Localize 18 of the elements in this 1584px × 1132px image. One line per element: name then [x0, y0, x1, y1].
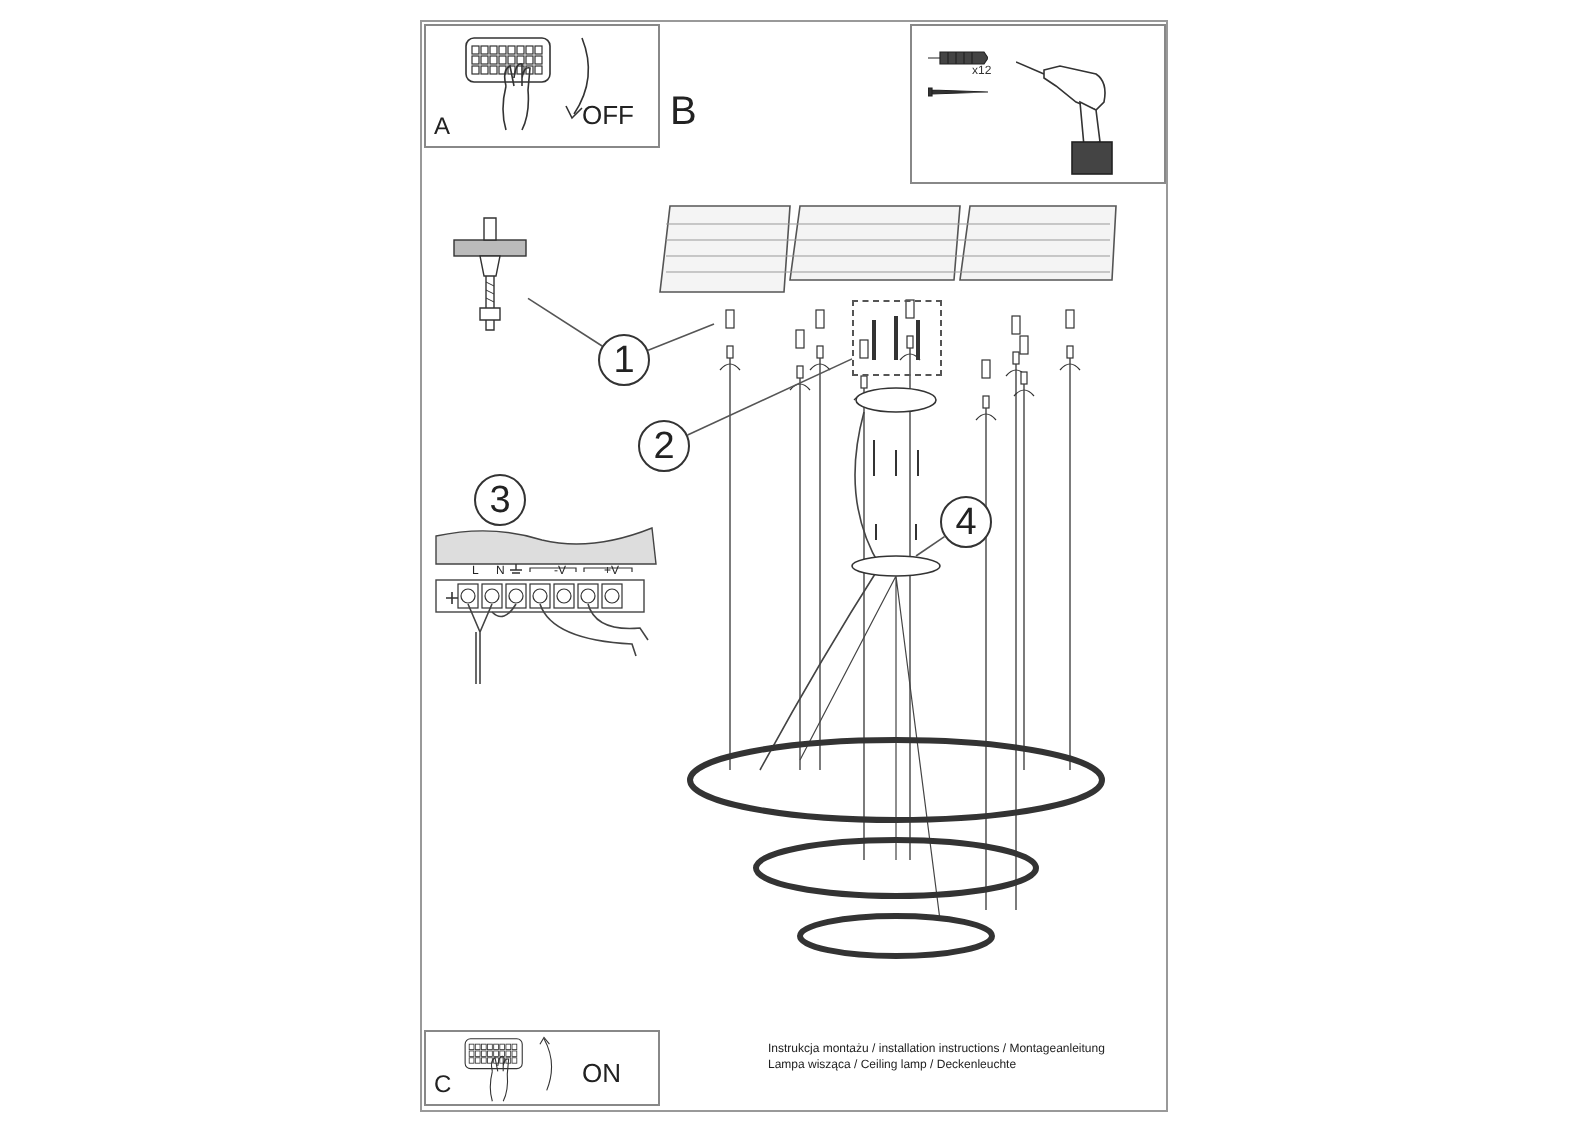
step-letter: A [434, 114, 451, 138]
switch-on-panel [424, 1030, 660, 1106]
switch-state-label: OFF [582, 102, 634, 128]
step-letter: C [434, 1072, 452, 1096]
switch-off-panel [424, 24, 660, 148]
callout-number: 1 [613, 341, 635, 379]
callout-number: 2 [653, 427, 675, 465]
ceiling-anchor-detail-drawing [452, 216, 528, 332]
leader-line [647, 323, 715, 352]
callout-number: 4 [955, 503, 977, 541]
leader-line [915, 535, 946, 557]
dashed-frame [852, 300, 942, 376]
step-letter: B [670, 92, 697, 132]
tools-panel [910, 24, 1166, 184]
switch-state-label: ON [582, 1060, 621, 1086]
callout-number: 3 [489, 481, 511, 519]
leader-line [527, 297, 603, 347]
leader-line [686, 358, 853, 436]
